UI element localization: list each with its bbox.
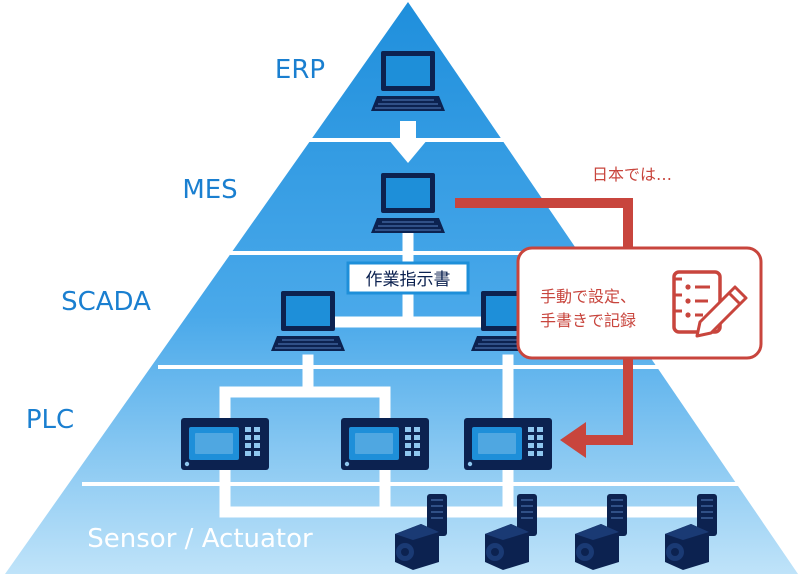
level-label-sensor-actuator: Sensor / Actuator bbox=[87, 524, 313, 554]
mes-computer-icon bbox=[370, 172, 446, 234]
work-instruction-box: 作業指示書 bbox=[346, 261, 470, 295]
callout-line-1: 手動で設定、 bbox=[540, 287, 636, 306]
plc-controller-icon-1 bbox=[181, 418, 269, 470]
level-label-mes: MES bbox=[182, 175, 237, 205]
scada-computer-icon-left bbox=[270, 290, 346, 352]
erp-computer-icon bbox=[370, 50, 446, 112]
level-label-scada: SCADA bbox=[61, 287, 151, 317]
level-label-plc: PLC bbox=[26, 405, 74, 435]
callout-line-2: 手書きで記録 bbox=[540, 311, 636, 330]
work-instruction-label: 作業指示書 bbox=[366, 270, 451, 290]
level-label-erp: ERP bbox=[275, 55, 325, 85]
manual-callout-box: 手動で設定、 手書きで記録 bbox=[516, 246, 763, 360]
notepad-pencil-icon bbox=[672, 270, 748, 338]
plc-controller-icon-3 bbox=[464, 418, 552, 470]
plc-controller-icon-2 bbox=[341, 418, 429, 470]
callout-header: 日本では… bbox=[592, 165, 672, 184]
